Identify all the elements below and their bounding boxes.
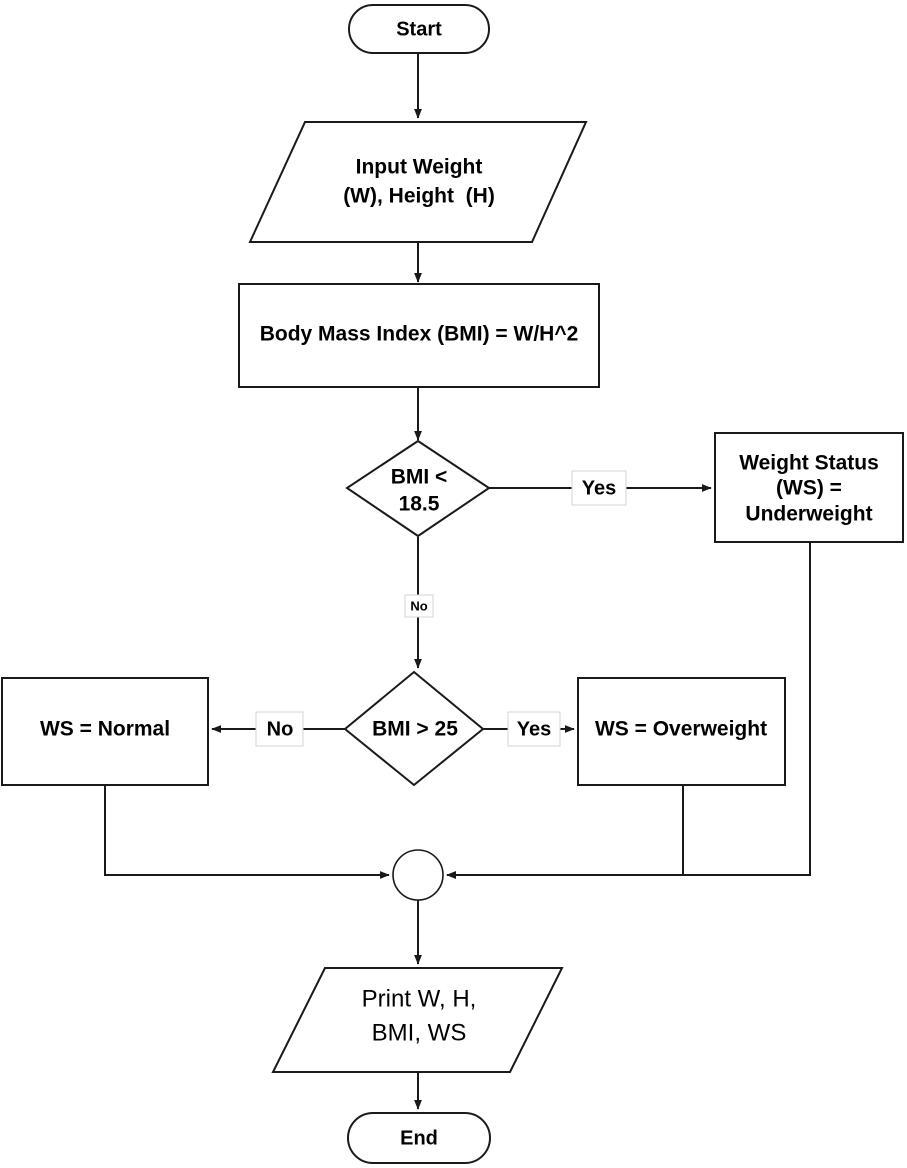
start-shape: [348, 4, 490, 54]
edge-label-underweight-yes-bg: [571, 470, 627, 506]
edge-underweight-to-merge: [446, 542, 811, 879]
node-merge-junction[interactable]: [392, 849, 444, 901]
status-underweight-line2: (WS) =: [776, 477, 842, 500]
edge-label-underweight-yes: Yes: [571, 470, 627, 506]
edge-label-overweight-yes: Yes: [507, 711, 561, 747]
edge-label-overweight-yes-bg: [507, 711, 561, 747]
process-bmi-shape: [238, 283, 600, 388]
status-underweight-shape: [714, 432, 904, 543]
merge-junction-shape: [392, 849, 444, 901]
output-shape: [271, 967, 564, 1073]
edge-label-overweight-yes-text: Yes: [517, 718, 551, 740]
end-shape: [347, 1112, 491, 1164]
output-label-line1: Print W, H,: [362, 985, 477, 1012]
edge-label-underweight-no-bg: [404, 594, 434, 618]
start-label: Start: [396, 18, 442, 40]
node-start[interactable]: Start: [348, 4, 490, 54]
edge-label-underweight-no: No: [404, 594, 434, 618]
edge-label-overweight-no-bg: [255, 711, 304, 747]
node-end[interactable]: End: [347, 1112, 491, 1164]
status-normal-label: WS = Normal: [40, 718, 170, 741]
input-label-line2: (W), Height (H): [343, 185, 495, 208]
input-label-line1: Input Weight: [356, 156, 483, 179]
output-label-line2: BMI, WS: [372, 1019, 467, 1046]
decision-overweight-label: BMI > 25: [372, 718, 458, 741]
edge-normal-to-merge: [104, 786, 390, 879]
decision-underweight-line2: 18.5: [399, 493, 440, 516]
status-normal-shape: [1, 677, 209, 786]
status-underweight-line1: Weight Status: [739, 452, 879, 475]
edge-label-overweight-no-text: No: [267, 718, 294, 740]
node-status-overweight[interactable]: WS = Overweight: [577, 677, 786, 786]
node-status-normal[interactable]: WS = Normal: [1, 677, 209, 786]
end-label: End: [400, 1127, 438, 1149]
process-bmi-label: Body Mass Index (BMI) = W/H^2: [260, 323, 579, 346]
node-process-bmi[interactable]: Body Mass Index (BMI) = W/H^2: [238, 283, 600, 388]
decision-underweight-shape: [345, 439, 491, 538]
decision-overweight-shape: [343, 670, 485, 787]
edge-label-overweight-no: No: [255, 711, 304, 747]
status-overweight-label: WS = Overweight: [595, 718, 767, 741]
edge-overweight-to-merge: [446, 786, 684, 879]
node-decision-overweight[interactable]: BMI > 25: [343, 670, 485, 787]
node-output[interactable]: Print W, H, BMI, WS: [271, 967, 564, 1073]
status-overweight-shape: [577, 677, 786, 786]
node-decision-underweight[interactable]: BMI < 18.5: [345, 439, 491, 538]
node-input[interactable]: Input Weight (W), Height (H): [248, 121, 588, 243]
edge-label-underweight-no-text: No: [410, 598, 427, 613]
edge-label-underweight-yes-text: Yes: [582, 477, 616, 499]
input-shape: [248, 121, 588, 243]
node-status-underweight[interactable]: Weight Status (WS) = Underweight: [714, 432, 904, 543]
status-underweight-line3: Underweight: [745, 503, 872, 526]
decision-underweight-line1: BMI <: [391, 466, 448, 489]
